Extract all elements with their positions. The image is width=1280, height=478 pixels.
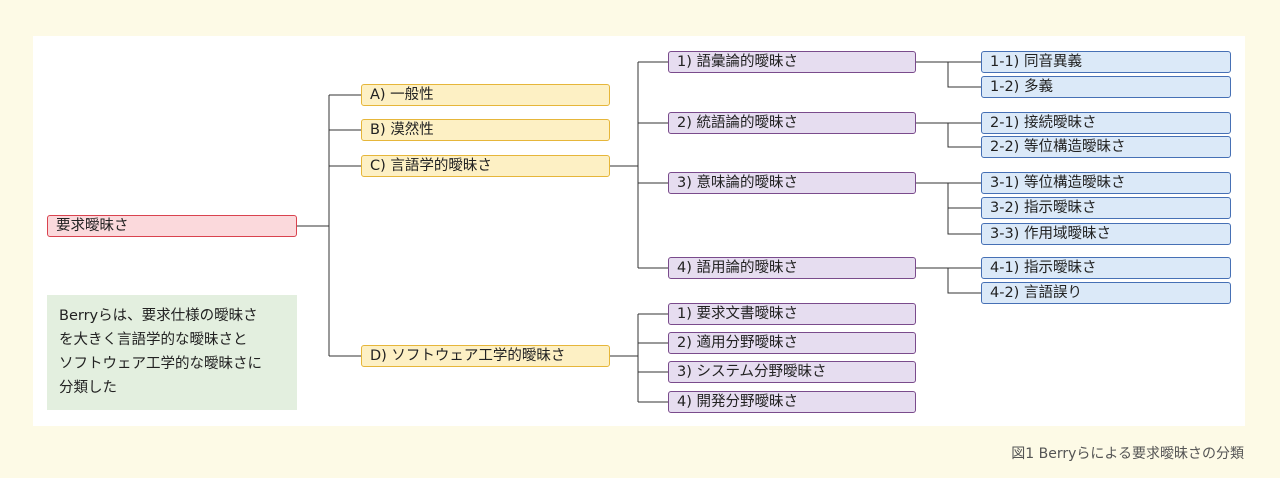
leaf-homonymy: 1-1) 同音異義 xyxy=(981,51,1231,73)
note-line: Berryらは、要求仕様の曖昧さ xyxy=(59,308,258,324)
category-vagueness: B) 漠然性 xyxy=(361,119,610,141)
note-box: Berryらは、要求仕様の曖昧さ を大きく言語学的な曖昧さと ソフトウェア工学的… xyxy=(47,295,297,410)
leaf-pragmatic-referential-ambiguity: 4-1) 指示曖昧さ xyxy=(981,257,1231,279)
figure-caption: 図1 Berryらによる要求曖昧さの分類 xyxy=(1011,446,1244,462)
sub-syntactic: 2) 統語論的曖昧さ xyxy=(668,112,916,134)
sub-semantic: 3) 意味論的曖昧さ xyxy=(668,172,916,194)
leaf-coordination-ambiguity: 2-2) 等位構造曖昧さ xyxy=(981,136,1231,158)
note-line: を大きく言語学的な曖昧さと xyxy=(59,332,248,348)
category-software-engineering: D) ソフトウェア工学的曖昧さ xyxy=(361,345,610,367)
leaf-semantic-coordination-ambiguity: 3-1) 等位構造曖昧さ xyxy=(981,172,1231,194)
note-line: ソフトウェア工学的な曖昧さに xyxy=(59,356,262,372)
category-linguistic: C) 言語学的曖昧さ xyxy=(361,155,610,177)
sub-application-domain: 2) 適用分野曖昧さ xyxy=(668,332,916,354)
leaf-referential-ambiguity: 3-2) 指示曖昧さ xyxy=(981,197,1231,219)
note-line: 分類した xyxy=(59,380,117,396)
sub-pragmatic: 4) 語用論的曖昧さ xyxy=(668,257,916,279)
leaf-scope-ambiguity: 3-3) 作用域曖昧さ xyxy=(981,223,1231,245)
category-general: A) 一般性 xyxy=(361,84,610,106)
sub-lexical: 1) 語彙論的曖昧さ xyxy=(668,51,916,73)
sub-system-domain: 3) システム分野曖昧さ xyxy=(668,361,916,383)
sub-development-domain: 4) 開発分野曖昧さ xyxy=(668,391,916,413)
sub-requirements-document: 1) 要求文書曖昧さ xyxy=(668,303,916,325)
leaf-language-error: 4-2) 言語誤り xyxy=(981,282,1231,304)
leaf-attachment-ambiguity: 2-1) 接続曖昧さ xyxy=(981,112,1231,134)
root-node: 要求曖昧さ xyxy=(47,215,297,237)
leaf-polysemy: 1-2) 多義 xyxy=(981,76,1231,98)
